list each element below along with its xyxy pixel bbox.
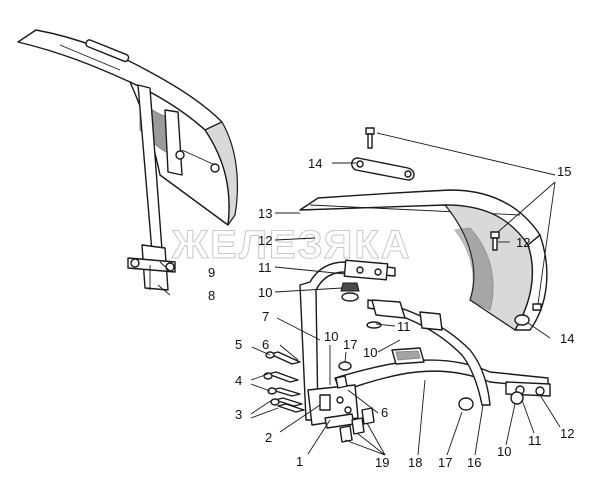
exploded-fender — [263, 127, 551, 443]
callout-1: 1 — [296, 454, 303, 469]
callout-10: 10 — [258, 285, 272, 300]
callout-labels: 13 12 11 10 14 15 12 14 9 8 7 6 5 4 3 2 … — [208, 156, 574, 470]
callout-14-right: 14 — [560, 331, 574, 346]
watermark: ЖЕЛЕЗЯКА — [171, 223, 412, 267]
callout-12-bottom: 12 — [560, 426, 574, 441]
callout-6-left: 6 — [262, 337, 269, 352]
callout-7: 7 — [262, 309, 269, 324]
callout-12-right: 12 — [516, 235, 530, 250]
callout-5: 5 — [235, 337, 242, 352]
callout-16: 16 — [467, 455, 481, 470]
callout-17-top: 17 — [343, 337, 357, 352]
assembled-fender — [17, 29, 239, 291]
callout-11: 11 — [258, 260, 272, 275]
callout-10-mid: 10 — [324, 329, 338, 344]
callout-10-lower: 10 — [363, 345, 377, 360]
callout-17-bottom: 17 — [438, 455, 452, 470]
callout-3: 3 — [235, 407, 242, 422]
callout-2: 2 — [265, 430, 272, 445]
callout-4: 4 — [235, 373, 242, 388]
callout-6-right: 6 — [381, 405, 388, 420]
callout-9: 9 — [208, 265, 215, 280]
callout-14: 14 — [308, 156, 322, 171]
callout-8: 8 — [208, 288, 215, 303]
bolt-group — [263, 351, 305, 413]
callout-11-mid: 11 — [397, 319, 411, 334]
leader-lines — [157, 132, 561, 456]
callout-12: 12 — [258, 233, 272, 248]
callout-10-right: 10 — [497, 444, 511, 459]
callout-11-right: 11 — [528, 433, 542, 448]
callout-19: 19 — [375, 455, 389, 470]
callout-18: 18 — [408, 455, 422, 470]
callout-13: 13 — [258, 206, 272, 221]
callout-15: 15 — [557, 164, 571, 179]
